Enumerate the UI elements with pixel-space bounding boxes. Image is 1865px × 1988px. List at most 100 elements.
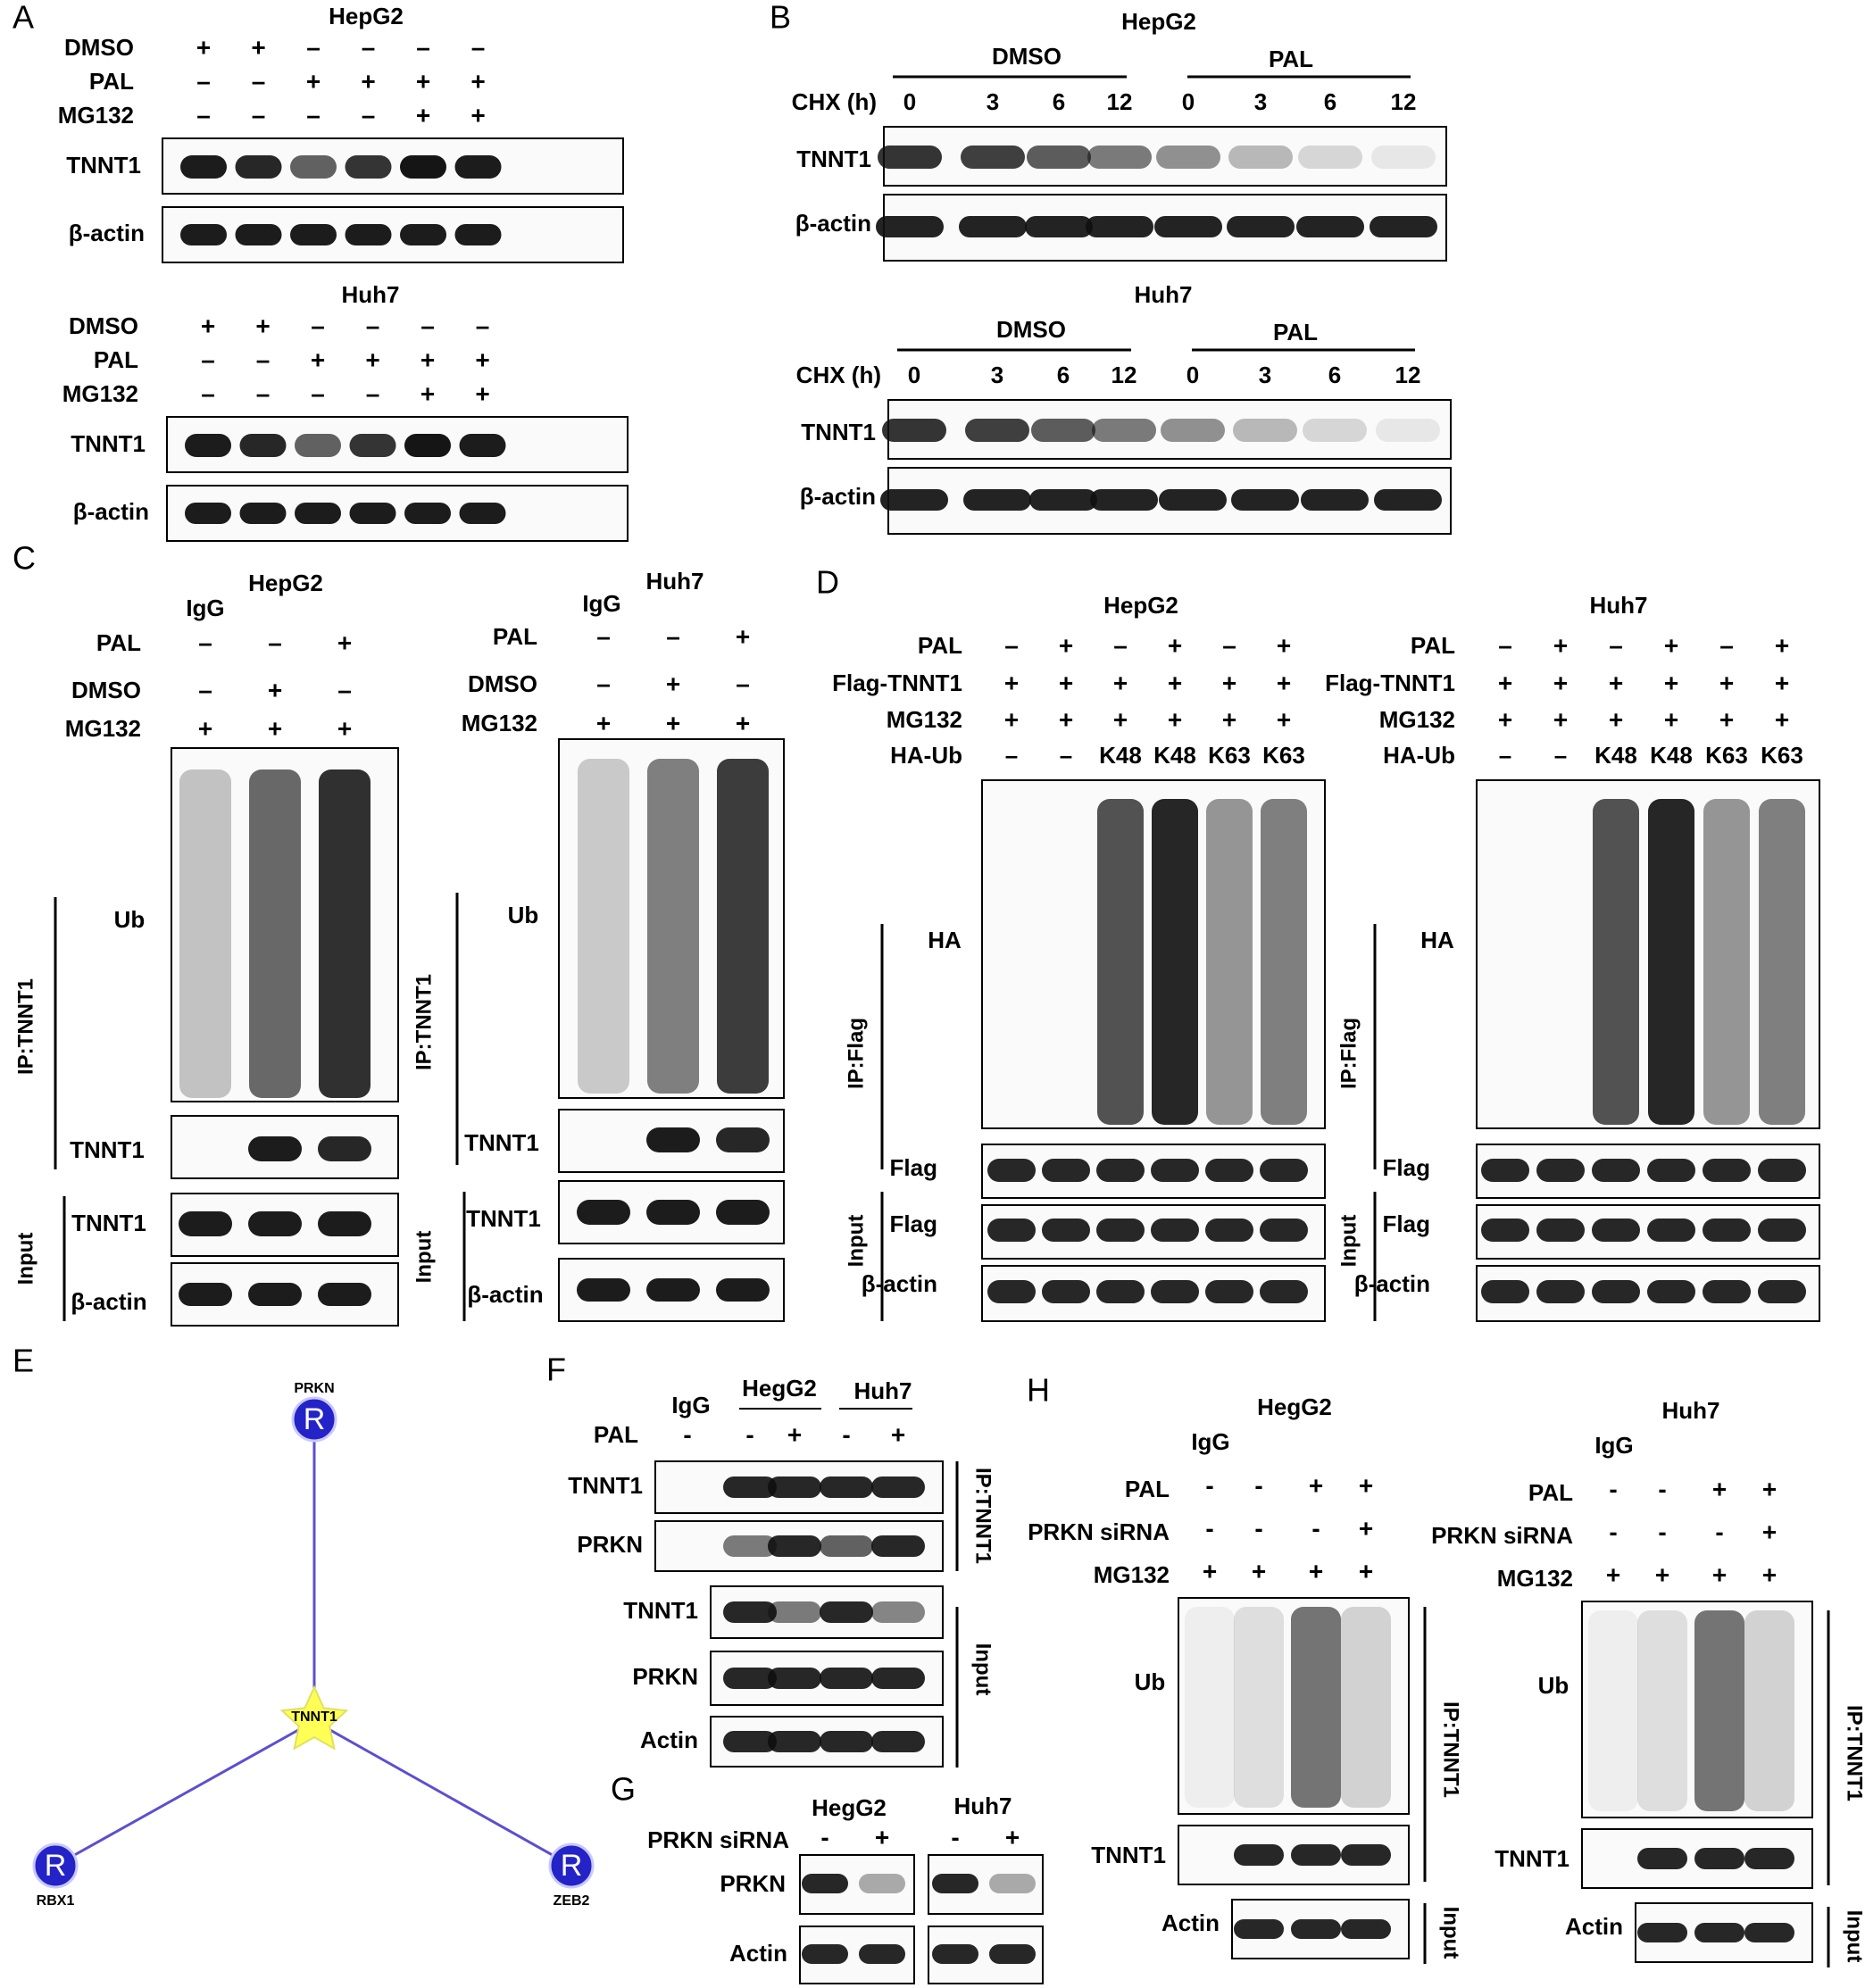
panel-f-prkn-ip-band — [820, 1535, 873, 1557]
panel-h-tnnt1-band — [1291, 1844, 1341, 1866]
panel-h-ub-smear — [1185, 1607, 1235, 1808]
panel-f-pal-sign: + — [891, 1420, 905, 1448]
panel-a-treatment-label: PAL — [89, 68, 134, 95]
panel-a-sign: + — [306, 67, 321, 95]
panel-h-sign: - — [1658, 1518, 1666, 1545]
panel-b-tnnt1-band — [1031, 419, 1095, 442]
panel-c-sign: – — [337, 676, 352, 703]
panel-c2-sign: + — [666, 709, 680, 736]
panel-h-treatment-label: PAL — [1125, 1476, 1170, 1502]
panel-h-sign: + — [1762, 1560, 1777, 1588]
panel-h-tnnt1-band — [1637, 1848, 1687, 1869]
panel-d-sign: – — [1222, 631, 1236, 659]
panel-a-sign: – — [252, 101, 266, 129]
panel-d-flag-input-band — [1758, 1219, 1806, 1242]
network-node-rbx1-circle — [32, 1842, 79, 1889]
panel-d-sign: – — [1004, 631, 1019, 659]
panel-d-sign: – — [1498, 631, 1512, 659]
panel-b-tnnt1-band — [1228, 146, 1293, 169]
panel-d-ub-type: K48 — [1594, 742, 1637, 769]
panel-b-tnnt1-band — [882, 419, 946, 442]
panel-a-sign: – — [196, 67, 211, 95]
panel-a-tnnt1-band — [235, 155, 282, 179]
panel-b-tnnt1-band — [1303, 419, 1367, 442]
panel-a-sign: – — [416, 33, 430, 61]
panel-label: F — [546, 1352, 566, 1388]
panel-c2-actin-label: β-actin — [467, 1281, 543, 1308]
panel-d-ha-label: HA — [928, 927, 962, 953]
panel-d-ha-smear — [1097, 799, 1144, 1125]
panel-a-sign: + — [475, 345, 489, 373]
panel-d-flag-input-band — [1042, 1219, 1090, 1242]
panel-d-actin-band — [1592, 1280, 1640, 1303]
panel-h-treatment-label: MG132 — [1094, 1561, 1170, 1588]
panel-b-group-dmso: DMSO — [996, 316, 1066, 343]
panel-c2-treatment-label: DMSO — [468, 670, 537, 697]
panel-d-sign: + — [1277, 669, 1291, 696]
panel-d-flag-input-band — [1592, 1219, 1640, 1242]
panel-d-ha-smear — [1206, 799, 1253, 1125]
panel-c2-tnnt1-input-band — [577, 1200, 630, 1225]
panel-d-sign: + — [1222, 669, 1236, 696]
panel-f-pal-label: PAL — [594, 1421, 638, 1448]
panel-c2-cell-line: Huh7 — [646, 568, 704, 595]
panel-d-flag-input-band — [1536, 1219, 1585, 1242]
panel-a-tnnt1-band — [349, 434, 396, 457]
panel-d-sign: + — [1113, 705, 1128, 733]
panel-d-flag-ip-band — [1481, 1159, 1529, 1182]
network-node-zeb2-circle — [548, 1842, 595, 1889]
panel-a-sign: – — [306, 33, 321, 61]
panel-f-actin-band — [820, 1731, 873, 1752]
panel-label: C — [12, 540, 36, 577]
panel-b-chx-label: CHX (h) — [796, 362, 881, 388]
panel-c2-sign: – — [666, 622, 680, 650]
panel-h-sign: - — [1254, 1514, 1262, 1542]
panel-h-sign: + — [1712, 1560, 1727, 1588]
panel-c-sign: + — [198, 714, 212, 742]
panel-a-actin-band — [349, 503, 396, 524]
panel-d-actin-label: β-actin — [1354, 1270, 1430, 1297]
panel-d-flag-input-band — [987, 1219, 1036, 1242]
panel-d-actin-label: β-actin — [862, 1270, 937, 1297]
panel-d-ub-type: – — [1060, 742, 1072, 769]
panel-c-ub-smear — [249, 769, 301, 1098]
panel-c2-tnnt1-input-band — [716, 1200, 770, 1225]
panel-c-sign: + — [268, 676, 282, 703]
panel-h-actin-band — [1694, 1923, 1744, 1942]
panel-b-actin-band — [963, 489, 1031, 511]
panel-f-tnnt1-input-band — [871, 1601, 925, 1623]
panel-h-actin-label: Actin — [1565, 1913, 1623, 1940]
blot-layer — [162, 126, 1820, 1984]
panel-a-actin-label: β-actin — [69, 220, 145, 246]
panel-f-tnnt1-input-band — [820, 1601, 873, 1623]
panel-f-group-hegg2: HegG2 — [742, 1375, 817, 1402]
panel-f-tnnt1-ip-band — [768, 1476, 821, 1498]
panel-b-tnnt1-label: TNNT1 — [796, 146, 871, 172]
panel-d-ub-type: K63 — [1705, 742, 1748, 769]
panel-d-sign: + — [1168, 631, 1182, 659]
panel-h-sign: - — [1254, 1471, 1262, 1499]
panel-f-ip-label: IP:TNNT1 — [971, 1468, 995, 1564]
panel-b-actin-band — [1029, 489, 1097, 511]
panel-f-actin-label: Actin — [640, 1726, 698, 1753]
panel-d-flag-ip-band — [1703, 1159, 1751, 1182]
panel-h-ub-label: Ub — [1538, 1672, 1569, 1699]
panel-d-actin-band — [987, 1280, 1036, 1303]
panel-a-actin-label: β-actin — [73, 498, 149, 525]
panel-d-actin-band — [1151, 1280, 1199, 1303]
panel-b-cell-line: HepG2 — [1121, 8, 1196, 35]
panel-h-treatment-label: MG132 — [1497, 1565, 1573, 1592]
panel-d-sign: + — [1775, 631, 1789, 659]
panel-c-ub-label: Ub — [114, 906, 146, 933]
panel-g-prkn-band — [859, 1874, 905, 1893]
panel-a-actin-band — [400, 224, 446, 245]
panel-g-actin-band — [932, 1944, 978, 1964]
network-node-prkn-label: PRKN — [294, 1381, 334, 1396]
panel-d-sign: + — [1004, 669, 1019, 696]
panel-d-treatment-label: Flag-TNNT1 — [1325, 670, 1455, 696]
panel-h-tnnt1-label: TNNT1 — [1091, 1842, 1166, 1868]
panel-b-actin-band — [1154, 216, 1222, 237]
panel-d-sign: + — [1498, 669, 1512, 696]
